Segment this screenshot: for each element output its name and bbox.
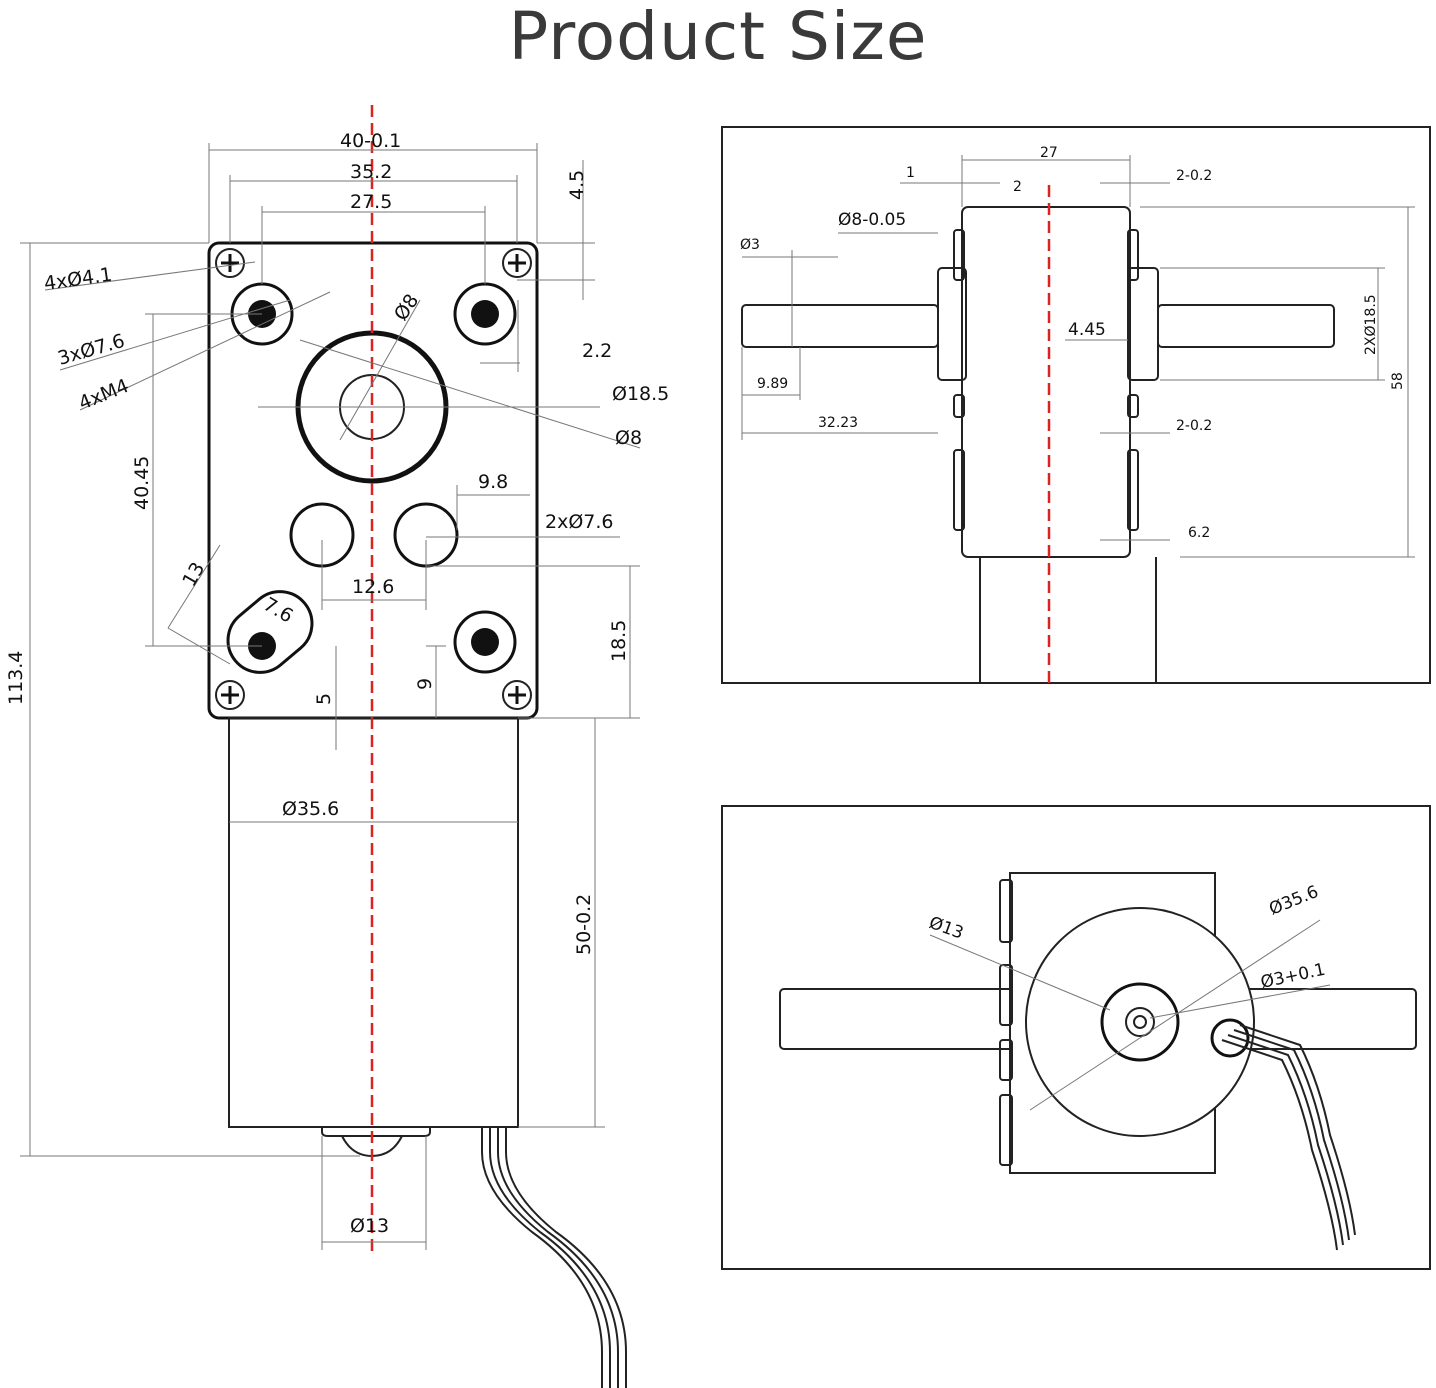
side-dim-62: 6.2 [1188,525,1210,541]
wire-1 [481,1127,603,1388]
dim-spacing-98: 9.8 [478,471,508,493]
dim-spacing-126: 12.6 [352,576,394,598]
dim-height-4045: 40.45 [131,456,153,510]
page-title: Product Size [508,0,928,75]
front-view: 40-0.1 35.2 27.5 4.5 4xØ4.1 3xØ7.6 4xM4 … [5,105,669,1388]
dim-dia185: Ø18.5 [612,383,669,405]
dim-height-185: 18.5 [608,620,630,662]
dim-offset-22: 2.2 [582,340,612,362]
dim-threads: 4xM4 [76,375,132,415]
dim-width-mid: 35.2 [350,161,392,183]
dim-width-total: 40-0.1 [340,130,401,152]
rear-motor-circle [1025,907,1255,1137]
corner-screws [215,248,532,710]
side-dim-shaft-dia: Ø8-0.05 [838,210,906,230]
side-motor [979,557,1157,683]
dim-dia8-top: Ø8 [390,290,423,325]
side-gearbox [961,206,1131,558]
side-dim-3223: 32.23 [818,415,858,431]
slot [226,590,314,674]
side-dim-2x185: 2XØ18.5 [1363,294,1379,355]
side-dim-1: 1 [906,165,915,181]
dim-total-height: 113.4 [5,651,27,705]
side-dim-tol-top: 2-0.2 [1176,168,1212,184]
dim-boss-dia: Ø13 [350,1215,389,1237]
dim-13: 13 [178,559,209,591]
dim-5: 5 [313,693,335,705]
dim-holes-76: 3xØ7.6 [55,330,127,370]
side-dim-27: 27 [1040,145,1058,161]
dim-top-offset: 4.5 [566,170,588,200]
side-dim-989: 9.89 [757,376,788,392]
dim-dia8-right: Ø8 [615,427,642,449]
dim-slot-76: 7.6 [260,593,297,627]
rear-view: Ø13 Ø35.6 Ø3+0.1 [721,805,1431,1270]
wire-exit [1210,1018,1250,1058]
side-dim-445: 4.45 [1068,320,1106,340]
motor-body [228,717,519,1128]
side-view: 27 1 2 2-0.2 Ø8-0.05 Ø3 4.45 2XØ18.5 58 … [721,126,1431,684]
dim-motor-len: 50-0.2 [573,894,595,955]
side-shaft-left [741,304,939,348]
dim-9: 9 [414,678,436,690]
side-dim-2: 2 [1013,179,1022,195]
side-dim-58: 58 [1390,372,1406,390]
dim-motor-dia: Ø35.6 [282,798,339,820]
dim-mount-holes: 4xØ4.1 [43,264,114,295]
side-dim-tol-mid: 2-0.2 [1176,418,1212,434]
dim-holes-2x76: 2xØ7.6 [545,511,614,533]
dim-width-inner: 27.5 [350,191,392,213]
rear-boss [321,1127,431,1137]
side-view-frame [721,126,1431,684]
side-shaft-right [1157,304,1335,348]
side-dim-d3: Ø3 [740,237,760,253]
rear-boss [1100,982,1180,1062]
